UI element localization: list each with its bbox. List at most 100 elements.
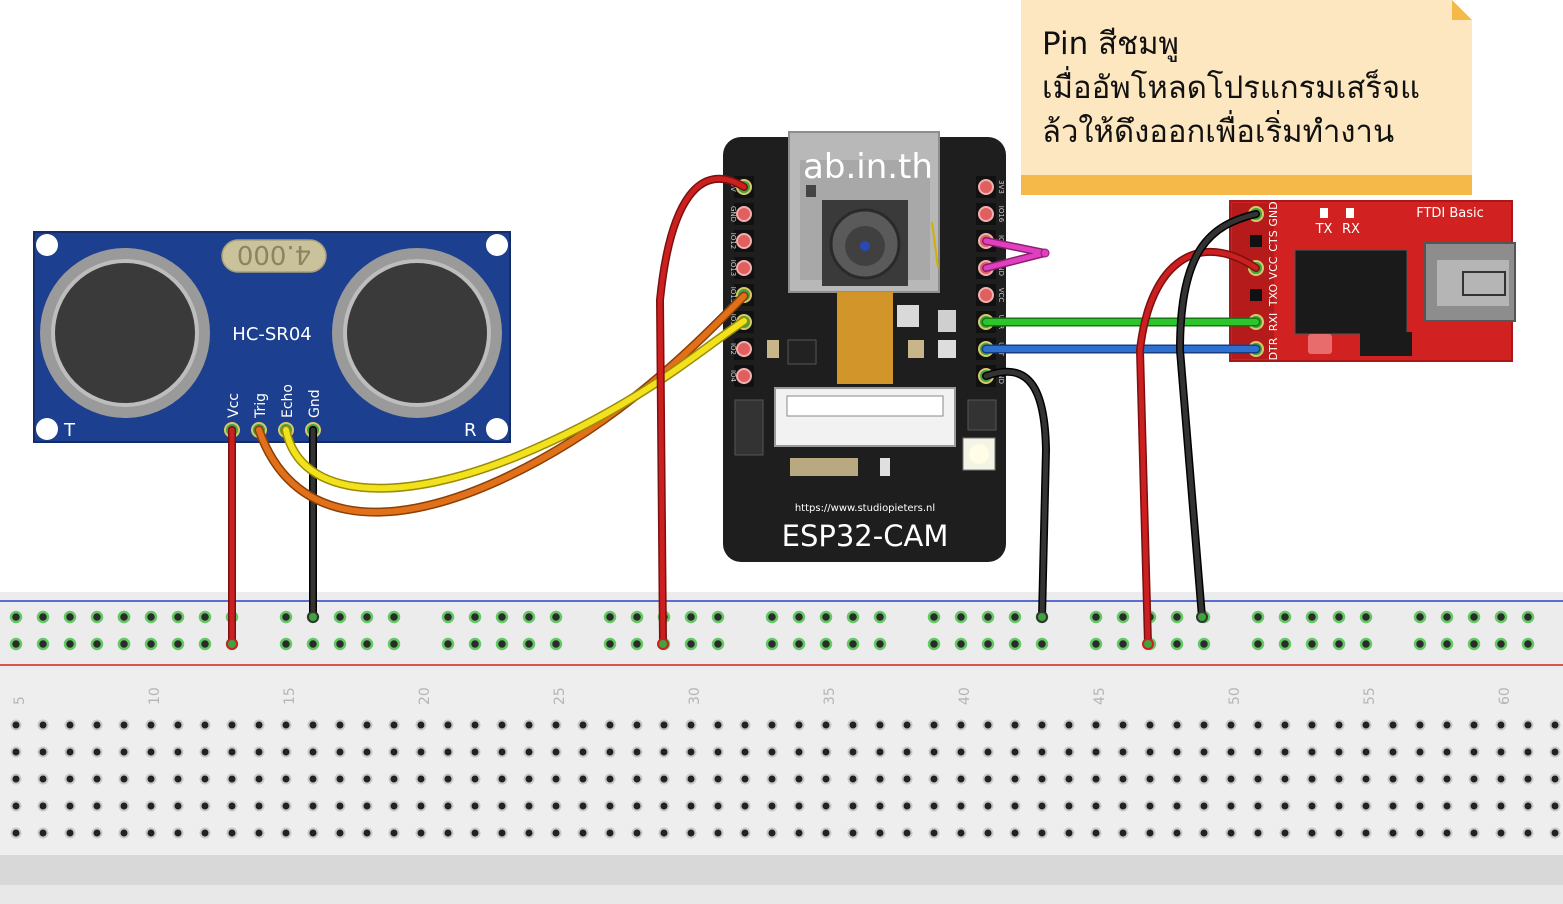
- ftdi-pin-label: DTR: [1267, 337, 1280, 360]
- rail-hole: [468, 637, 482, 651]
- rail-hole: [333, 637, 347, 651]
- rail-hole: [1521, 637, 1535, 651]
- pin-label-trig: Trig: [253, 393, 269, 419]
- rail-hole: [873, 610, 887, 624]
- rail-hole: [63, 610, 77, 624]
- wire-ftdi-gnd: [1177, 211, 1259, 620]
- rail-hole: [954, 637, 968, 651]
- rail-hole: [279, 610, 293, 624]
- breadboard-hole: [1522, 827, 1534, 839]
- sensor-title: HC-SR04: [232, 324, 311, 345]
- breadboard-hole: [766, 773, 778, 785]
- breadboard-hole: [1306, 800, 1318, 812]
- column-number: 15: [282, 687, 298, 705]
- column-number: 40: [957, 687, 973, 705]
- tx-label: TX: [1315, 222, 1333, 237]
- breadboard-hole: [1063, 827, 1075, 839]
- breadboard-hole: [739, 827, 751, 839]
- breadboard-hole: [388, 800, 400, 812]
- note-line: เมื่ออัพโหลดโปรแกรมเสร็จแ: [1042, 70, 1421, 106]
- breadboard-hole: [955, 773, 967, 785]
- breadboard-hole: [118, 719, 130, 731]
- rail-hole: [630, 637, 644, 651]
- board-url: https://www.studiopieters.nl: [795, 503, 935, 514]
- rail-hole: [846, 610, 860, 624]
- breadboard-hole: [739, 800, 751, 812]
- breadboard-hole: [280, 773, 292, 785]
- breadboard-hole: [550, 719, 562, 731]
- rail-hole: [954, 610, 968, 624]
- breadboard-hole: [226, 773, 238, 785]
- header-pin-label: IO14: [729, 314, 737, 331]
- breadboard-hole: [442, 827, 454, 839]
- breadboard-hole: [1252, 719, 1264, 731]
- breadboard-hole: [847, 746, 859, 758]
- rail-hole: [306, 637, 320, 651]
- transmitter-label: T: [63, 420, 76, 441]
- rail-hole: [387, 637, 401, 651]
- column-number: 45: [1092, 687, 1108, 705]
- rail-hole: [1008, 610, 1022, 624]
- breadboard-hole: [226, 719, 238, 731]
- breadboard-hole: [1279, 746, 1291, 758]
- breadboard-hole: [928, 773, 940, 785]
- watermark: ab.in.th: [803, 147, 933, 187]
- breadboard-hole: [1468, 800, 1480, 812]
- rail-hole: [927, 610, 941, 624]
- breadboard-hole: [1252, 746, 1264, 758]
- breadboard-hole: [550, 800, 562, 812]
- rail-hole: [1413, 610, 1427, 624]
- breadboard-hole: [1279, 800, 1291, 812]
- breadboard-hole: [712, 746, 724, 758]
- breadboard-hole: [361, 827, 373, 839]
- breadboard-hole: [793, 773, 805, 785]
- breadboard-hole: [334, 746, 346, 758]
- breadboard-hole: [226, 746, 238, 758]
- breadboard-hole: [1522, 746, 1534, 758]
- breadboard-hole: [658, 719, 670, 731]
- breadboard-hole: [442, 746, 454, 758]
- breadboard-hole: [361, 800, 373, 812]
- breadboard-hole: [631, 746, 643, 758]
- breadboard-hole: [1090, 719, 1102, 731]
- breadboard-hole: [901, 719, 913, 731]
- breadboard-hole: [604, 827, 616, 839]
- breadboard-hole: [955, 800, 967, 812]
- ftdi-pin-label: RXI: [1267, 313, 1280, 331]
- ftdi-pin-label: VCC: [1267, 256, 1280, 279]
- breadboard-hole: [388, 719, 400, 731]
- breadboard-hole: [1225, 746, 1237, 758]
- breadboard-hole: [307, 746, 319, 758]
- rail-hole: [441, 637, 455, 651]
- column-number: 25: [552, 687, 568, 705]
- breadboard-hole: [199, 746, 211, 758]
- breadboard-hole: [226, 827, 238, 839]
- rail-hole: [333, 610, 347, 624]
- rail-hole: [1521, 610, 1535, 624]
- breadboard-hole: [1441, 800, 1453, 812]
- breadboard-hole: [1063, 800, 1075, 812]
- breadboard-hole: [1198, 827, 1210, 839]
- mount-hole: [36, 234, 58, 256]
- breadboard-hole: [982, 746, 994, 758]
- breadboard-hole: [658, 827, 670, 839]
- breadboard-hole: [1522, 719, 1534, 731]
- breadboard-hole: [10, 773, 22, 785]
- breadboard-hole: [415, 773, 427, 785]
- camera-ribbon: [837, 292, 893, 384]
- breadboard-hole: [1171, 827, 1183, 839]
- rail-hole: [1305, 610, 1319, 624]
- breadboard-hole: [1549, 800, 1561, 812]
- rail-hole: [1332, 610, 1346, 624]
- smd-part: [1308, 334, 1332, 354]
- breadboard-hole: [820, 746, 832, 758]
- breadboard-hole: [1279, 827, 1291, 839]
- breadboard-hole: [1036, 800, 1048, 812]
- breadboard-hole: [334, 773, 346, 785]
- rail-hole: [603, 637, 617, 651]
- header-pin: [978, 206, 994, 222]
- breadboard-hole: [820, 773, 832, 785]
- flash-led: [962, 437, 996, 471]
- esp32-cam-board: https://www.studiopieters.nl ESP32-CAM 5…: [723, 131, 1006, 562]
- breadboard-hole: [1009, 773, 1021, 785]
